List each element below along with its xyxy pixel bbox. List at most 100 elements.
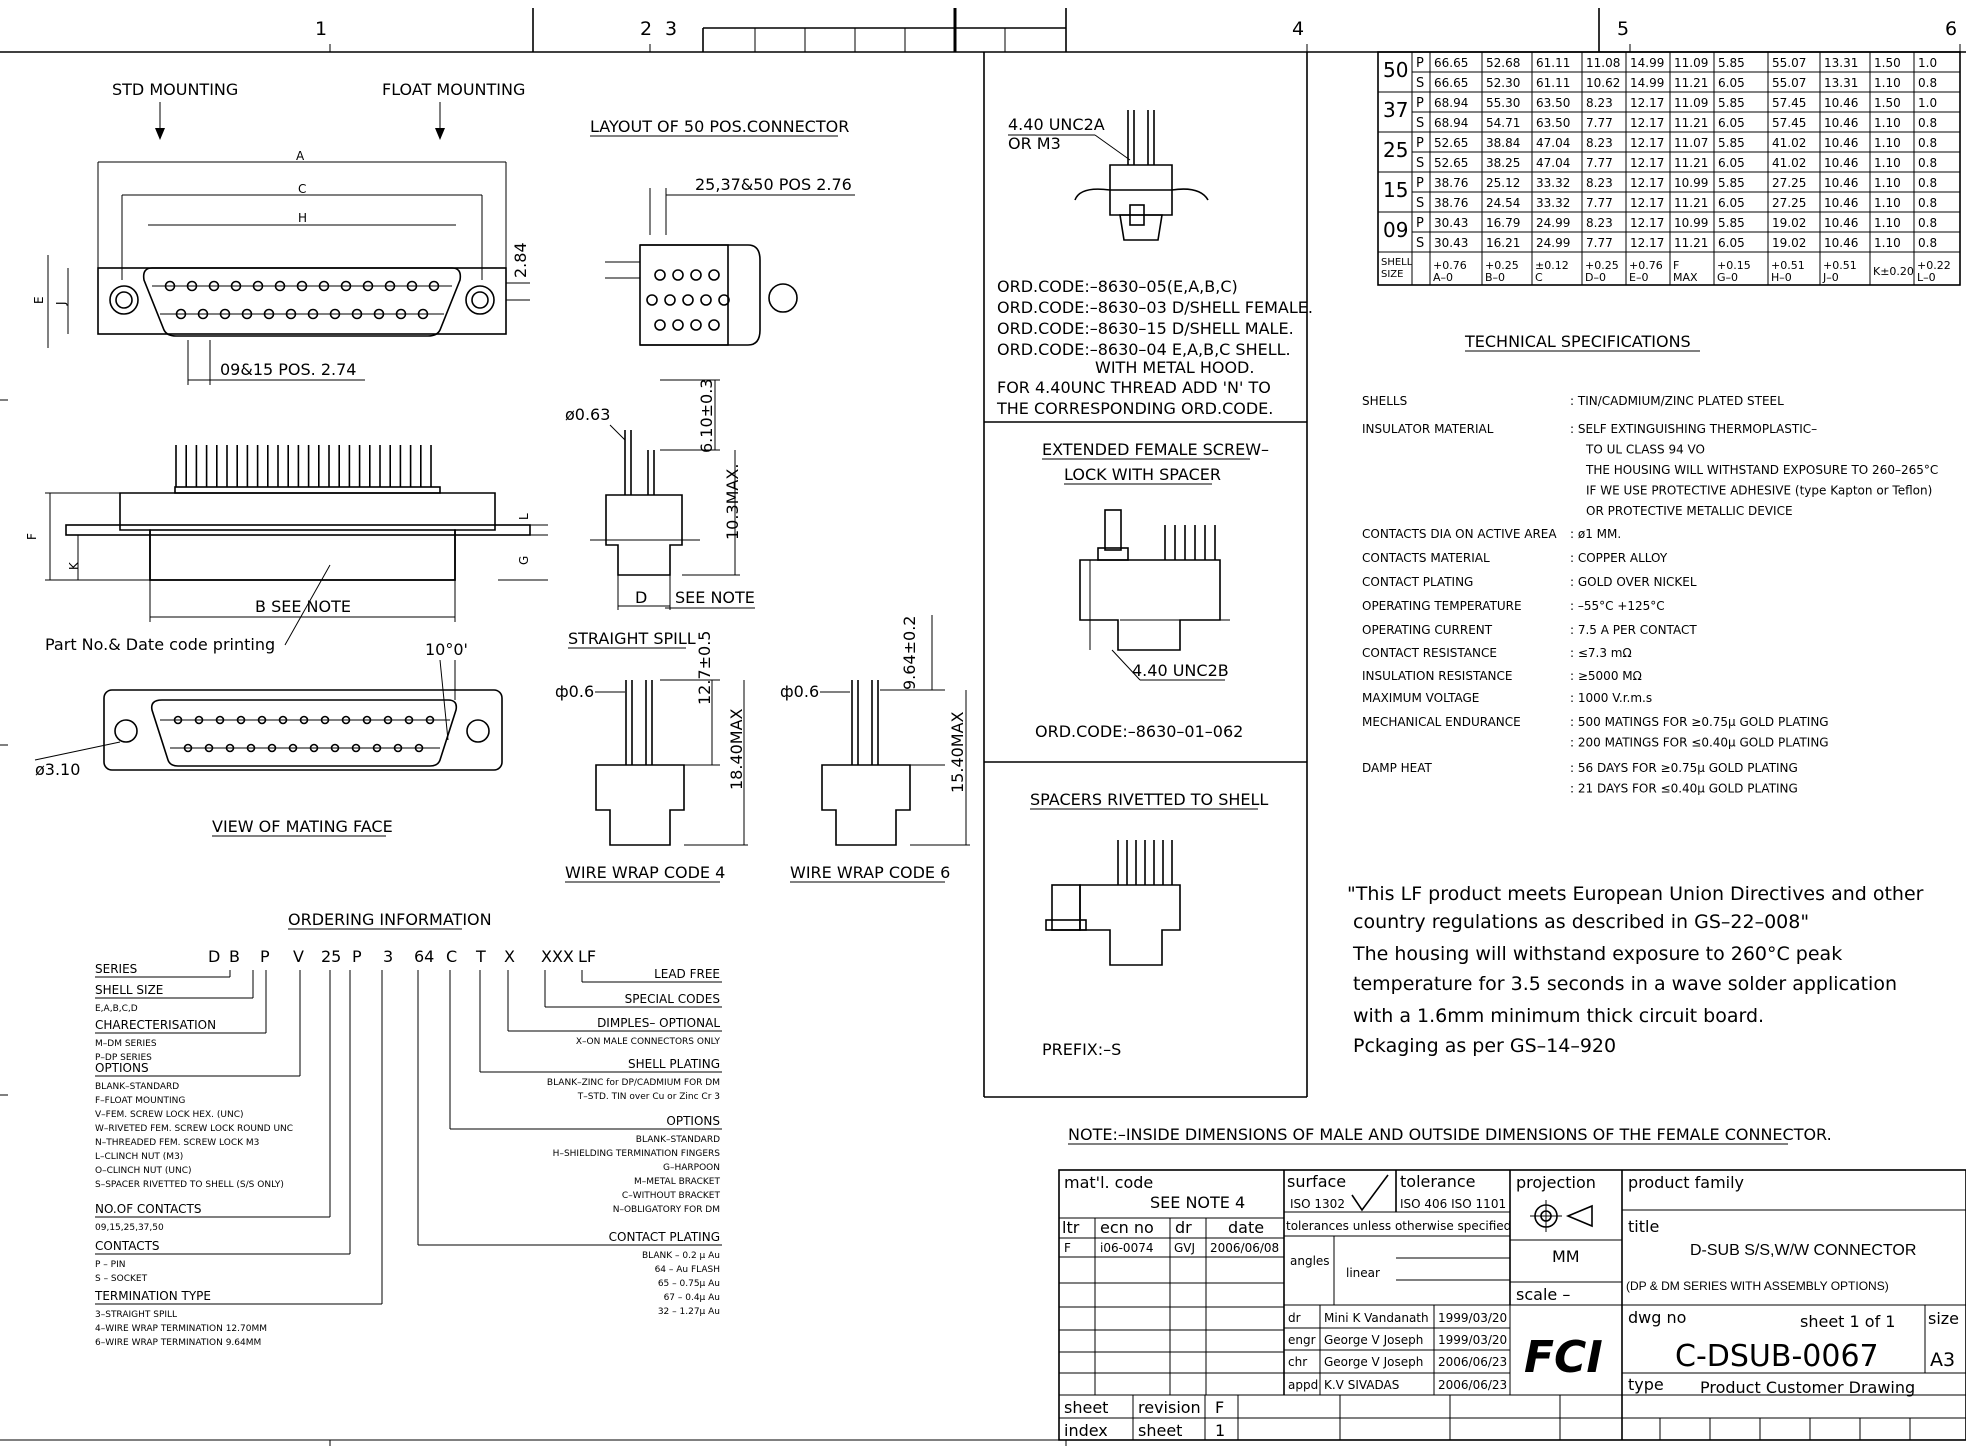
ord-code-line: FOR 4.40UNC THREAD ADD 'N' TO xyxy=(997,378,1271,397)
table-footer: E–0 xyxy=(1629,271,1648,284)
layout-contact xyxy=(708,269,720,281)
dim-f: F xyxy=(25,533,39,540)
table-footer: A–0 xyxy=(1433,271,1453,284)
table-footer: D–0 xyxy=(1585,271,1606,284)
zone-number: 5 xyxy=(1617,18,1629,40)
ord-code-line: ORD.CODE:–8630–04 E,A,B,C SHELL. xyxy=(997,340,1291,359)
order-option: G–HARPOON xyxy=(663,1163,720,1173)
ext-thread-label: 4.40 UNC2B xyxy=(1132,661,1229,680)
order-group-head: CONTACT PLATING xyxy=(609,1230,720,1244)
order-option: 32 – 1.27µ Au xyxy=(658,1307,720,1317)
spec-value: : ø1 MM. xyxy=(1570,527,1621,541)
dimension-cell: 1.50 xyxy=(1874,96,1901,110)
dimension-cell: 11.09 xyxy=(1674,96,1708,110)
dimension-cell: 12.17 xyxy=(1630,236,1664,250)
ww4-12-7-label: 12.7±0.5 xyxy=(695,631,714,705)
tech-spec-title: TECHNICAL SPECIFICATIONS xyxy=(1464,332,1691,351)
dimension-cell: 13.31 xyxy=(1824,76,1858,90)
dimension-cell: 12.17 xyxy=(1630,156,1664,170)
dr-header: dr xyxy=(1175,1218,1192,1237)
order-group-head: CHARECTERISATION xyxy=(95,1018,216,1032)
spec-label: CONTACT PLATING xyxy=(1362,575,1473,589)
dimension-cell: 38.76 xyxy=(1434,196,1468,210)
table-footer: G–0 xyxy=(1717,271,1738,284)
dimension-cell: 66.65 xyxy=(1434,56,1468,70)
sheet-index-label-1: sheet xyxy=(1064,1398,1108,1417)
order-code-char: P xyxy=(352,947,362,966)
table-footer: +0.25 xyxy=(1485,259,1519,272)
dimension-cell: 52.65 xyxy=(1434,156,1468,170)
order-option: V–FEM. SCREW LOCK HEX. (UNC) xyxy=(95,1110,244,1120)
dimension-cell: 12.17 xyxy=(1630,196,1664,210)
dimension-cell: 61.11 xyxy=(1536,76,1570,90)
dimension-cell: 6.05 xyxy=(1718,236,1745,250)
spec-value: : SELF EXTINGUISHING THERMOPLASTIC– xyxy=(1570,422,1817,436)
dimension-cell: 10.99 xyxy=(1674,216,1708,230)
linear-label: linear xyxy=(1346,1266,1380,1280)
ww4-pin-label: ф0.6 xyxy=(555,682,594,701)
dimension-cell: 55.30 xyxy=(1486,96,1520,110)
spec-value: : COPPER ALLOY xyxy=(1570,551,1668,565)
ord-code-line: ORD.CODE:–8630–03 D/SHELL FEMALE. xyxy=(997,298,1313,317)
ww4-18-40-label: 18.40MAX xyxy=(727,708,746,790)
dimension-cell: 68.94 xyxy=(1434,96,1468,110)
shell-size: 09 xyxy=(1383,218,1408,242)
contact-type: P xyxy=(1416,176,1424,191)
order-option: X–ON MALE CONNECTORS ONLY xyxy=(576,1037,721,1047)
dimension-cell: 52.68 xyxy=(1486,56,1520,70)
order-group-head: SPECIAL CODES xyxy=(625,992,720,1006)
middle-column-frames xyxy=(983,52,1308,1098)
shell-size: 25 xyxy=(1383,138,1408,162)
table-footer: +0.51 xyxy=(1823,259,1857,272)
thread-label-1: 4.40 UNC2A xyxy=(1008,115,1105,134)
drawing-title-2: (DP & DM SERIES WITH ASSEMBLY OPTIONS) xyxy=(1626,1279,1889,1293)
dimension-cell: 5.85 xyxy=(1718,136,1745,150)
order-option: 64 – Au FLASH xyxy=(655,1265,720,1275)
layout-contact xyxy=(682,294,694,306)
ext-title-1: EXTENDED FEMALE SCREW– xyxy=(1042,440,1269,459)
straight-spill-label: STRAIGHT SPILL xyxy=(568,629,696,648)
dimension-cell: 25.12 xyxy=(1486,176,1520,190)
signoff-name: George V Joseph xyxy=(1324,1355,1423,1369)
spec-label: MECHANICAL ENDURANCE xyxy=(1362,715,1521,729)
dim-2-84: 2.84 xyxy=(511,242,530,278)
order-code-char: P xyxy=(260,947,270,966)
units-mm: MM xyxy=(1552,1247,1580,1266)
order-option: 67 – 0.4µ Au xyxy=(664,1293,720,1303)
table-footer: SHELL xyxy=(1381,257,1413,268)
order-code-char: XXX xyxy=(541,947,574,966)
type-label: type xyxy=(1628,1375,1664,1394)
dimension-cell: 24.54 xyxy=(1486,196,1520,210)
dimension-cell: 0.8 xyxy=(1918,216,1937,230)
table-footer: +0.22 xyxy=(1917,259,1951,272)
order-code-char: T xyxy=(475,947,486,966)
table-footer: K±0.20 xyxy=(1873,265,1914,278)
product-family-label: product family xyxy=(1628,1173,1744,1192)
dimension-cell: 5.85 xyxy=(1718,96,1745,110)
dimension-cell: 55.07 xyxy=(1772,56,1806,70)
dimension-cell: 11.21 xyxy=(1674,196,1708,210)
tolerance-note: tolerances unless otherwise specified xyxy=(1286,1219,1511,1233)
layout-contact xyxy=(672,269,684,281)
dimension-cell: 27.25 xyxy=(1772,176,1806,190)
revision-value: F xyxy=(1215,1398,1224,1417)
hole-dia-label: ø3.10 xyxy=(35,760,80,779)
dimension-cell: 8.23 xyxy=(1586,176,1613,190)
dimension-cell: 10.46 xyxy=(1824,236,1858,250)
dimension-cell: 1.10 xyxy=(1874,176,1901,190)
contact-type: P xyxy=(1416,56,1424,71)
zone-number: 6 xyxy=(1945,18,1957,40)
note-line: temperature for 3.5 seconds in a wave so… xyxy=(1353,973,1897,995)
spec-value: : GOLD OVER NICKEL xyxy=(1570,575,1697,589)
dimension-cell: 10.46 xyxy=(1824,196,1858,210)
pin-063-label: ø0.63 xyxy=(565,405,610,424)
note-line: country regulations as described in GS–2… xyxy=(1353,911,1809,933)
zone-number: 1 xyxy=(315,18,327,40)
order-option: 4–WIRE WRAP TERMINATION 12.70MM xyxy=(95,1324,267,1334)
table-footer: H–0 xyxy=(1771,271,1792,284)
rev-letter: F xyxy=(1064,1241,1071,1255)
dim-6-10-label: 6.10±0.3 xyxy=(697,379,716,453)
table-footer: +0.76 xyxy=(1433,259,1467,272)
